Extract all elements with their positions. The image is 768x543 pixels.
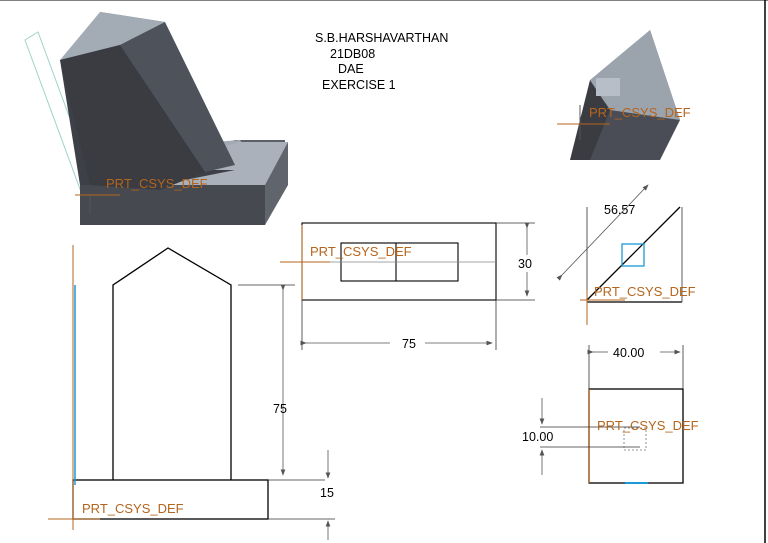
top-length-dimension: 75 [402, 337, 416, 351]
upright-side [100, 12, 235, 172]
upright-top [60, 12, 165, 60]
csys-label: PRT_CSYS_DEF [594, 284, 696, 299]
top-outline [301, 222, 497, 301]
exercise-title: EXERCISE 1 [322, 78, 396, 92]
course-name: DAE [338, 62, 364, 76]
csys-label: PRT_CSYS_DEF [597, 418, 699, 433]
top-width-dimension: 30 [518, 257, 532, 271]
isometric-view: PRT_CSYS_DEF [24, 12, 288, 225]
front-upright-outline [112, 247, 232, 480]
base-front [80, 185, 265, 225]
csys-label: PRT_CSYS_DEF [310, 244, 412, 259]
wedge-light-face [590, 30, 680, 120]
author-name: S.B.HARSHAVARTHAN [315, 31, 449, 45]
csys-label: PRT_CSYS_DEF [82, 501, 184, 516]
base-right [265, 142, 288, 225]
isometric-view-2: PRT_CSYS_DEF [557, 30, 691, 160]
upright-face [60, 45, 205, 190]
csys-label: PRT_CSYS_DEF [106, 176, 208, 191]
side-outline [588, 388, 684, 484]
roll-number: 21DB08 [330, 47, 376, 61]
csys-label: PRT_CSYS_DEF [589, 105, 691, 120]
side-width-dimension: 40.00 [613, 346, 644, 360]
top-view [280, 222, 535, 350]
auxiliary-view [556, 184, 683, 325]
side-offset-dimension: 10.00 [522, 430, 553, 444]
aux-square [621, 243, 645, 267]
side-view [539, 345, 684, 484]
wedge-cube [596, 78, 620, 96]
front-view [48, 245, 335, 540]
front-height-dimension: 75 [273, 402, 287, 416]
front-base-dimension: 15 [320, 486, 334, 500]
aux-length-dimension: 56.57 [604, 203, 635, 217]
